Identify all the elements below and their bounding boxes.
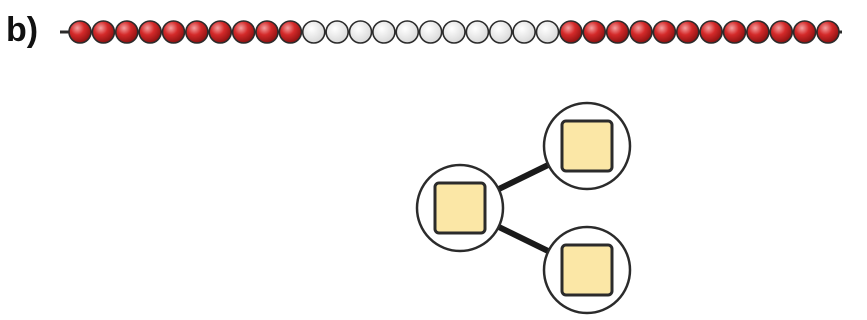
bead-empty: [465, 20, 490, 44]
bead-filled: [231, 20, 256, 44]
bead-filled: [91, 20, 116, 44]
bead-filled: [559, 20, 583, 44]
tree-nodes: [415, 101, 632, 315]
bead-empty: [442, 20, 466, 44]
bead-filled: [208, 20, 233, 44]
node-box: [433, 181, 487, 235]
panel-label: b): [6, 11, 39, 49]
bead-filled: [675, 20, 700, 44]
bead-empty: [348, 20, 373, 44]
bead-empty: [372, 20, 396, 44]
bead-empty: [512, 20, 536, 44]
bead-filled: [185, 20, 209, 44]
bead-filled: [816, 20, 840, 44]
bead-filled: [629, 20, 653, 44]
tree-node-lower-child: [542, 225, 632, 315]
bead-empty: [325, 20, 349, 44]
bead-filled: [699, 20, 723, 44]
bead-filled: [652, 20, 677, 44]
bead-filled: [138, 20, 162, 44]
bead-filled: [722, 20, 747, 44]
bead-filled: [161, 20, 186, 44]
bead-empty: [301, 20, 326, 44]
bead-filled: [68, 20, 92, 44]
bead-empty: [395, 20, 420, 44]
bead-chain: [60, 20, 842, 44]
bead-filled: [746, 20, 770, 44]
bead-filled: [255, 20, 279, 44]
bead-filled: [792, 20, 817, 44]
bead-empty: [418, 20, 443, 44]
bead-filled: [582, 20, 607, 44]
node-box: [560, 243, 614, 297]
node-box: [560, 119, 614, 173]
tree-node-root: [415, 163, 505, 253]
bead-filled: [605, 20, 630, 44]
tree-node-upper-child: [542, 101, 632, 191]
bead-filled: [769, 20, 794, 44]
bead-empty: [488, 20, 513, 44]
bead-empty: [535, 20, 560, 44]
bead-filled: [278, 20, 303, 44]
bead-filled: [114, 20, 139, 44]
